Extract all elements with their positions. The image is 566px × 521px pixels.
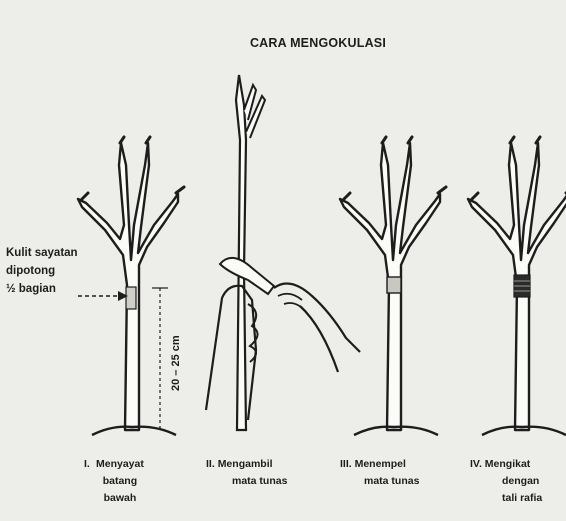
height-measure-label: 20 – 25 cm — [170, 318, 186, 408]
step-1-line-2: batang — [96, 473, 144, 490]
bark-note: Kulit sayatan dipotong ½ bagian — [6, 244, 126, 298]
bud-patch — [387, 277, 401, 293]
step-3-caption: III. Menempel mata tunas — [340, 456, 419, 490]
note-line-2: dipotong — [6, 262, 126, 280]
step-3-line-2: mata tunas — [340, 473, 419, 490]
step-1-line-3: bawah — [96, 490, 144, 507]
step-3-text-1: Menempel — [355, 458, 406, 470]
note-line-3: ½ bagian — [6, 280, 126, 298]
right-hand — [274, 284, 360, 373]
step-2-line-1: II. Mengambil — [206, 456, 287, 473]
stick-step-2 — [206, 75, 360, 430]
step-2-number: II. — [206, 458, 215, 470]
step-4-line-3: tali rafia — [470, 490, 566, 507]
step-3-number: III. — [340, 458, 352, 470]
step-2-caption: II. Mengambil mata tunas — [206, 456, 287, 490]
tree-step-4 — [468, 137, 566, 435]
step-4-number: IV. — [470, 458, 482, 470]
step-4-line-2: dengan — [470, 473, 566, 490]
step-4-text-1: Mengikat — [485, 458, 531, 470]
measure-bracket — [152, 288, 168, 430]
step-4-caption: IV. Mengikat dengan tali rafia — [470, 456, 566, 507]
note-line-1: Kulit sayatan — [6, 244, 126, 262]
left-hand — [206, 286, 256, 420]
tree-step-3 — [340, 137, 446, 435]
step-1-line-1: Menyayat — [96, 456, 144, 473]
step-3-line-1: III. Menempel — [340, 456, 419, 473]
step-4-line-1: IV. Mengikat — [470, 456, 566, 473]
step-2-text-1: Mengambil — [218, 458, 273, 470]
step-1-caption: I. Menyayat batang bawah — [96, 456, 144, 507]
cut-mark — [126, 287, 136, 309]
step-1-number: I. — [84, 456, 90, 473]
diagram-title: CARA MENGOKULASI — [0, 36, 566, 50]
step-2-line-2: mata tunas — [206, 473, 287, 490]
